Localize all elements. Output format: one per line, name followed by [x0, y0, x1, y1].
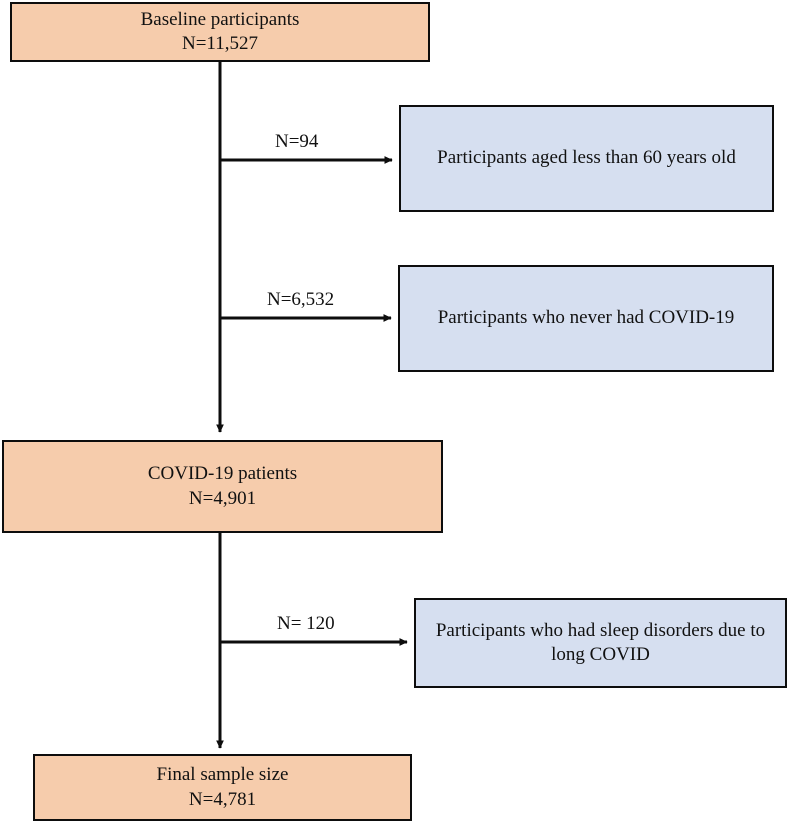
edge-label-excluded-never-covid: N=6,532	[267, 289, 335, 310]
excluded-never-covid-label: Participants who never had COVID-19	[437, 307, 735, 329]
final-sample-count: N=4,781	[188, 788, 257, 810]
node-excluded-sleep-disorders: Participants who had sleep disorders due…	[414, 598, 787, 688]
edge-label-excluded-age: N=94	[275, 131, 319, 152]
baseline-count: N=11,527	[182, 33, 258, 54]
final-sample-label: Final sample size	[156, 764, 289, 786]
node-final-sample: Final sample size N=4,781	[33, 754, 412, 821]
edge-label-excluded-sleep-disorders: N= 120	[277, 613, 335, 634]
node-covid-patients: COVID-19 patients N=4,901	[2, 440, 443, 533]
excluded-age-label: Participants aged less than 60 years old	[437, 147, 736, 169]
node-baseline-participants: Baseline participants N=11,527	[10, 2, 430, 62]
baseline-label: Baseline participants	[140, 8, 300, 30]
node-excluded-age: Participants aged less than 60 years old	[399, 105, 774, 212]
covid-patients-count: N=4,901	[188, 487, 257, 509]
covid-patients-label: COVID-19 patients	[147, 463, 298, 485]
excluded-sleep-disorders-label: Participants who had sleep disorders due…	[435, 619, 766, 665]
node-excluded-never-covid: Participants who never had COVID-19	[398, 265, 774, 372]
